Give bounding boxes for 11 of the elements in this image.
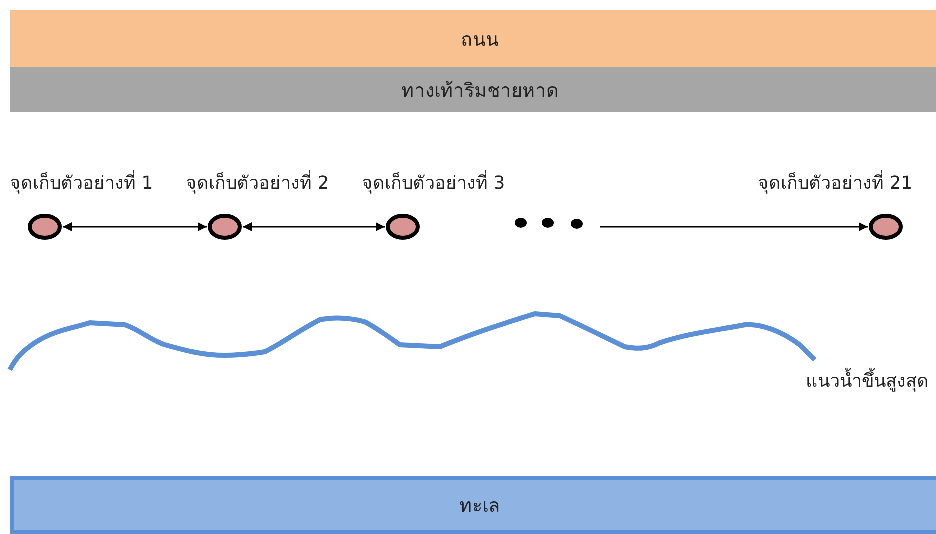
sample-point-label: จุดเก็บตัวอย่างที่ 1 [10, 168, 154, 197]
high-water-label: แนวน้ำขึ้นสูงสุด [806, 366, 929, 395]
arrow [243, 222, 385, 232]
sea-band: ทะเล [10, 476, 936, 534]
sample-point-label: จุดเก็บตัวอย่างที่ 2 [186, 168, 330, 197]
arrow [63, 222, 207, 232]
sample-point-label: จุดเก็บตัวอย่างที่ 3 [362, 168, 506, 197]
sample-point-label: จุดเก็บตัวอย่างที่ 21 [758, 168, 913, 197]
road-band: ถนน [10, 10, 936, 67]
arrow [600, 222, 868, 232]
walkway-band: ทางเท้าริมชายหาด [10, 67, 936, 112]
